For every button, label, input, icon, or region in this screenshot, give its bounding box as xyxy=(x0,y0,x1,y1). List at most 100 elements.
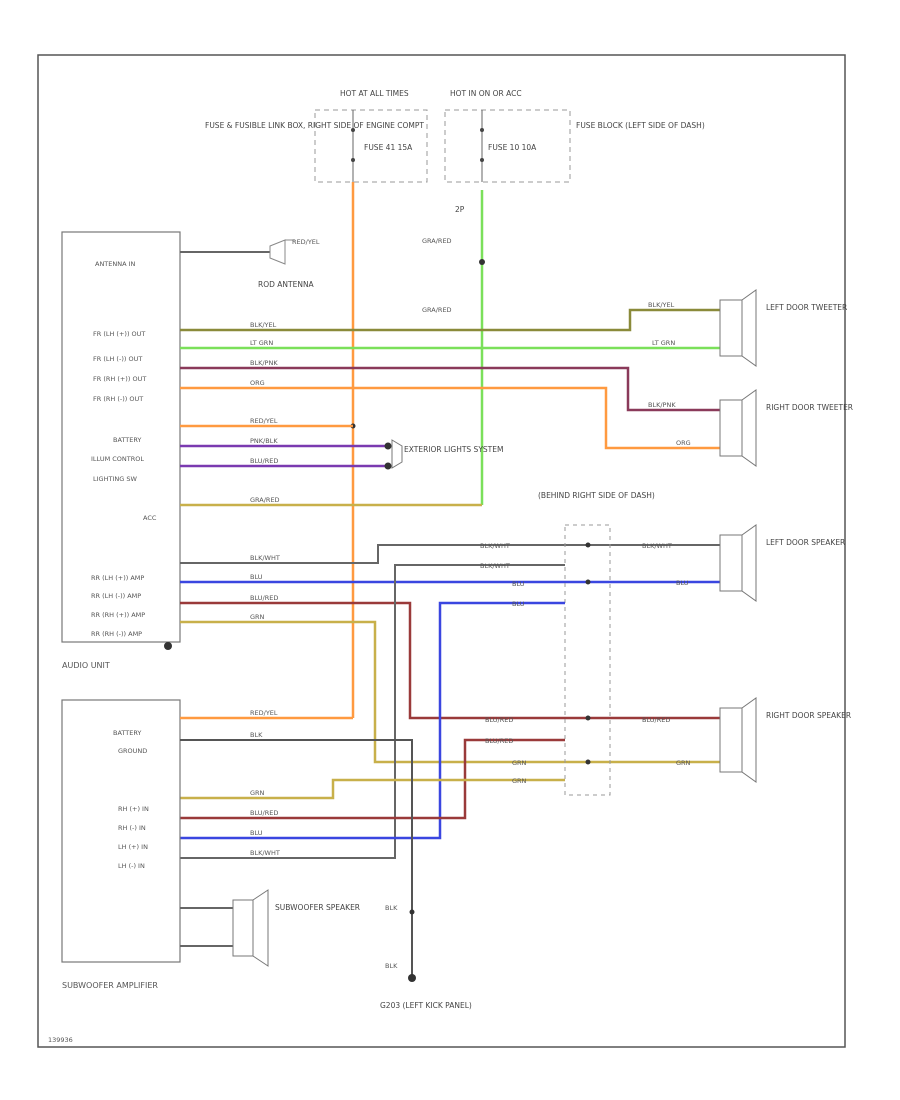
wire-label-battery: RED/YEL xyxy=(250,417,278,425)
wire-label-spk-l1: BLK/WHT xyxy=(642,542,672,550)
wire-label-rr-lh-neg: BLU xyxy=(250,573,263,581)
fuse-right-name: FUSE BLOCK (LEFT SIDE OF DASH) xyxy=(576,121,705,130)
wire-fr-rh-neg xyxy=(180,386,720,450)
fuse-left-rating: FUSE 41 15A xyxy=(364,143,413,152)
pin-lighting: LIGHTING SW xyxy=(93,475,137,483)
left-tweeter-label: LEFT DOOR TWEETER xyxy=(766,303,847,312)
diagram-frame xyxy=(37,54,846,1048)
right-speaker-label: RIGHT DOOR SPEAKER xyxy=(766,711,851,720)
wire-fr-lh-pos xyxy=(180,308,720,332)
wire-label-conn-3: BLU xyxy=(512,580,525,588)
pin-antenna-in: ANTENNA IN xyxy=(95,260,136,268)
wire-label-amp-rh-pos: GRN xyxy=(250,789,265,797)
figure-id: 139936 xyxy=(48,1036,73,1044)
wire-label-amp-rh-neg: BLU/RED xyxy=(250,809,278,817)
wire-label-tw-r2: ORG xyxy=(676,439,691,447)
fuse-left-name: FUSE & FUSIBLE LINK BOX, RIGHT SIDE OF E… xyxy=(205,121,424,130)
exterior-lights-label: EXTERIOR LIGHTS SYSTEM xyxy=(404,445,503,454)
connector-label: (BEHIND RIGHT SIDE OF DASH) xyxy=(538,491,655,500)
wire-amp-ground xyxy=(180,739,413,978)
left-door-speaker: LEFT DOOR SPEAKER xyxy=(719,524,845,602)
wire-label-rr-rh-pos: BLU/RED xyxy=(250,594,278,602)
pin-rr-rh-pos: RR (RH (+)) AMP xyxy=(91,611,145,619)
right-door-tweeter: RIGHT DOOR TWEETER xyxy=(719,389,853,467)
wire-label-rr-rh-neg: GRN xyxy=(250,613,265,621)
ground-label-2: BLK xyxy=(385,962,398,970)
wire-label-amp-lh-neg: BLK/WHT xyxy=(250,849,280,857)
wire-label-conn-5: BLU/RED xyxy=(485,716,513,724)
wire-label-tw-r1: BLK/PNK xyxy=(648,401,676,409)
pin-fr-rh-pos: FR (RH (+)) OUT xyxy=(93,375,146,383)
wire-rr-rh-neg xyxy=(180,620,720,764)
pin-acc: ACC xyxy=(143,514,157,522)
wire-label-rr-lh-pos: BLK/WHT xyxy=(250,554,280,562)
wire-label-conn-1: BLK/WHT xyxy=(480,542,510,550)
amp-caption: SUBWOOFER AMPLIFIER xyxy=(62,981,158,990)
amp-pin-ground: GROUND xyxy=(118,747,147,755)
wire-label-amp-ground: BLK xyxy=(250,731,263,739)
rod-antenna-label: ROD ANTENNA xyxy=(258,280,315,289)
wire-label-amp-battery: RED/YEL xyxy=(250,709,278,717)
fuse-right-hot-label: HOT IN ON OR ACC xyxy=(450,89,522,98)
pin-battery: BATTERY xyxy=(113,436,141,444)
subwoofer-speaker: SUBWOOFER SPEAKER xyxy=(180,889,360,967)
wire-amp-rh-pos xyxy=(180,778,565,800)
wire-label-fr-lh-neg: LT GRN xyxy=(250,339,273,347)
wire-label-conn-8: GRN xyxy=(512,777,527,785)
pin-fr-lh-neg: FR (LH (-)) OUT xyxy=(93,355,142,363)
wire-amp-lh-neg xyxy=(180,564,565,859)
left-speaker-label: LEFT DOOR SPEAKER xyxy=(766,538,845,547)
wire-fr-rh-pos xyxy=(180,366,720,412)
pin-fr-rh-neg: FR (RH (-)) OUT xyxy=(93,395,143,403)
wire-label-amp-lh-pos: BLU xyxy=(250,829,263,837)
left-door-tweeter: LEFT DOOR TWEETER xyxy=(719,289,847,367)
wire-label-conn-4: BLU xyxy=(512,600,525,608)
audio-unit-caption: AUDIO UNIT xyxy=(62,661,110,670)
fuse-left-hot-label: HOT AT ALL TIMES xyxy=(340,89,409,98)
ground-label-1: BLK xyxy=(385,904,398,912)
antenna-lead: RED/YEL ROD ANTENNA xyxy=(180,238,320,289)
wire-label-tw-l1: BLK/YEL xyxy=(648,301,675,309)
pin-rr-lh-neg: RR (LH (-)) AMP xyxy=(91,592,141,600)
right-tweeter-label: RIGHT DOOR TWEETER xyxy=(766,403,853,412)
pin-fr-lh-pos: FR (LH (+)) OUT xyxy=(93,330,145,338)
wire-label-tw-l2: LT GRN xyxy=(652,339,675,347)
wire-label-conn-7: GRN xyxy=(512,759,527,767)
wire-label-spk-l2: BLU xyxy=(676,579,689,587)
wire-rr-rh-pos xyxy=(180,601,720,720)
fuse-right-rating: FUSE 10 10A xyxy=(488,143,537,152)
pin-illum: ILLUM CONTROL xyxy=(91,455,144,463)
audio-unit: AUDIO UNIT ANTENNA IN FR (LH (+)) OUT FR… xyxy=(61,231,181,670)
amp-pin-lh-neg: LH (-) IN xyxy=(118,862,145,870)
wire-label-lighting: BLU/RED xyxy=(250,457,278,465)
right-door-speaker: RIGHT DOOR SPEAKER xyxy=(719,697,851,783)
wire-label-spk-r2: GRN xyxy=(676,759,691,767)
fuse-box-left: HOT AT ALL TIMES FUSE & FUSIBLE LINK BOX… xyxy=(205,89,428,183)
wire-label-fr-rh-neg: ORG xyxy=(250,379,265,387)
connector-block: (BEHIND RIGHT SIDE OF DASH) xyxy=(538,491,655,796)
fuse-box-right: HOT IN ON OR ACC FUSE BLOCK (LEFT SIDE O… xyxy=(444,89,705,214)
wire-label-conn-2: BLK/WHT xyxy=(480,562,510,570)
wire-rr-lh-pos xyxy=(180,544,720,564)
amp-pin-lh-pos: LH (+) IN xyxy=(118,843,148,851)
amp-pin-battery: BATTERY xyxy=(113,729,141,737)
wire-label-illum: PNK/BLK xyxy=(250,437,278,445)
wire-label-acc: GRA/RED xyxy=(250,496,280,504)
amp-pin-rh-neg: RH (-) IN xyxy=(118,824,146,832)
pin-rr-lh-pos: RR (LH (+)) AMP xyxy=(91,574,144,582)
wire-label-acc-top: GRA/RED xyxy=(422,237,452,245)
splice-label: 2P xyxy=(455,205,465,214)
subwoofer-label: SUBWOOFER SPEAKER xyxy=(275,903,360,912)
amp-pin-rh-pos: RH (+) IN xyxy=(118,805,149,813)
wire-label-spk-r1: BLU/RED xyxy=(642,716,670,724)
wire-label-antenna: RED/YEL xyxy=(292,238,320,246)
pin-rr-rh-neg: RR (RH (-)) AMP xyxy=(91,630,142,638)
wire-label-acc-mid: GRA/RED xyxy=(422,306,452,314)
wire-amp-lh-pos xyxy=(180,601,565,840)
ground-point-label: G203 (LEFT KICK PANEL) xyxy=(380,1001,472,1010)
wire-label-fr-rh-pos: BLK/PNK xyxy=(250,359,278,367)
wire-label-fr-lh-pos: BLK/YEL xyxy=(250,321,277,329)
wire-label-conn-6: BLU/RED xyxy=(485,737,513,745)
subwoofer-amplifier: SUBWOOFER AMPLIFIER BATTERY GROUND RH (+… xyxy=(61,699,181,990)
